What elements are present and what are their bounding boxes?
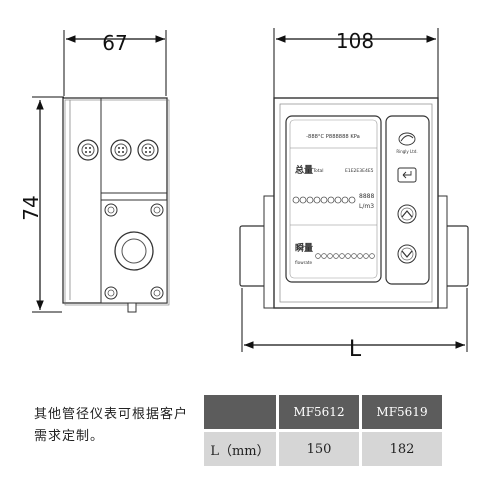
down-button[interactable] [397,244,417,264]
chevron-up-icon [401,210,413,218]
table-row: L（mm） 150 182 [204,432,442,466]
pipe-left [239,225,267,287]
side-flange [100,199,168,304]
table-cell-mf5612: 150 [279,432,359,466]
table-header-mf5619: MF5619 [362,395,442,429]
table-header-row: MF5612 MF5619 [204,395,442,429]
up-button[interactable] [397,204,417,224]
brand-logo-icon [398,132,416,146]
lcd-total-en: Total [312,168,324,174]
lcd-total-digits [292,196,356,204]
table-header-blank [204,395,276,429]
brand-label: Ringly Ltd. [396,149,417,154]
connector-3 [137,139,159,161]
table-cell-mf5619: 182 [362,432,442,466]
front-view: 108 -888°C P888888 KPa 总量 Total E1E2E3E4… [239,28,469,362]
table-cell-label: L（mm） [204,432,276,466]
dim-label-side-width: 67 [102,31,127,55]
lcd-unit: L/m3 [359,203,374,210]
spec-table: MF5612 MF5619 L（mm） 150 182 [201,392,445,469]
dim-label-side-height: 74 [19,195,43,220]
lcd-flow-en: flowrate [295,260,313,265]
button-panel: Ringly Ltd. [385,115,430,285]
dim-label-front-width: 108 [336,29,374,53]
lcd-total-cn: 总量 [295,164,313,176]
chevron-down-icon [401,250,413,258]
pipe-right [443,225,469,287]
custom-note: 其他管径仪表可根据客户需求定制。 [34,407,189,444]
connector-1 [77,139,99,161]
lcd-unit-number: 8888 [359,193,374,200]
lcd-flow-digits [315,253,375,259]
enter-button[interactable] [397,167,417,183]
connector-2 [110,139,132,161]
lcd-display: -888°C P888888 KPa 总量 Total E1E2E3E4E5 8… [285,115,382,283]
side-view: 67 74 [19,30,170,313]
table-header-mf5612: MF5612 [279,395,359,429]
lcd-serial: E1E2E3E4E5 [345,168,374,174]
lcd-top-line: -888°C P888888 KPa [306,134,360,140]
dim-label-length: L [349,337,362,362]
lcd-flow-cn: 瞬量 [295,242,313,254]
